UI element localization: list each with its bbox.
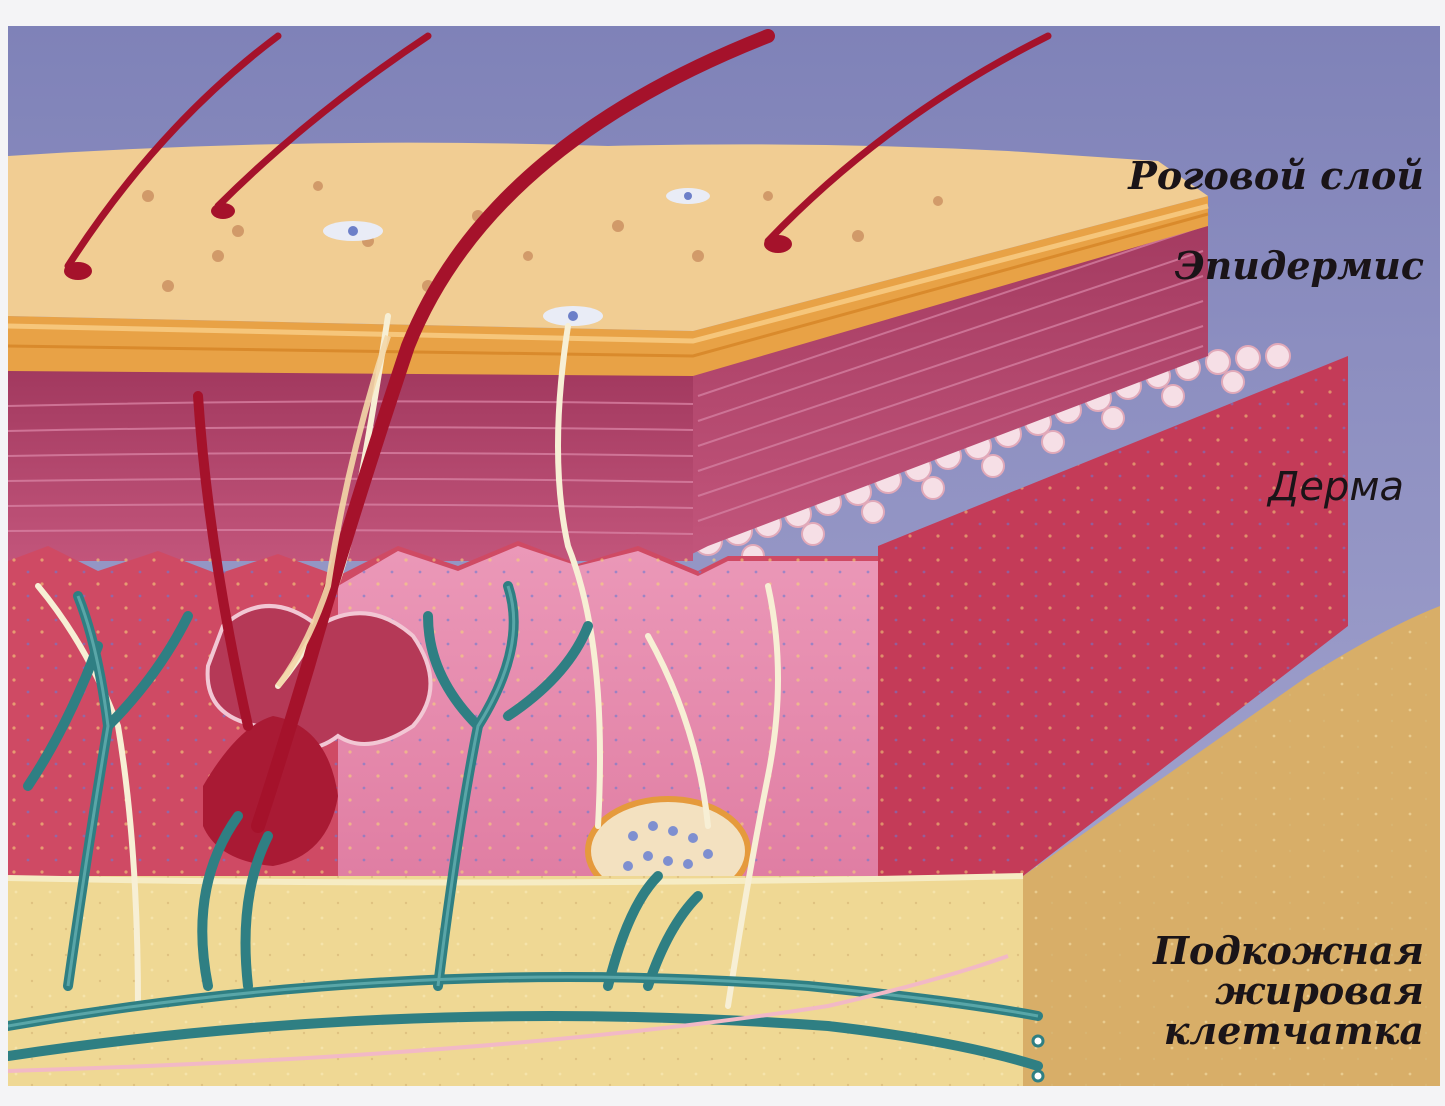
label-dermis: Дерма xyxy=(1268,466,1404,508)
label-horny-layer: Роговой слой xyxy=(1128,156,1424,196)
label-subcutaneous-line3: клетчатка xyxy=(1153,1011,1424,1051)
label-epidermis: Эпидермис xyxy=(1174,246,1424,286)
label-subcutaneous-fat: Подкожная жировая клетчатка xyxy=(1153,931,1424,1051)
label-subcutaneous-line1: Подкожная xyxy=(1153,931,1424,971)
skin-diagram: Роговой слой Эпидермис Дерма Подкожная ж… xyxy=(8,26,1440,1086)
label-subcutaneous-line2: жировая xyxy=(1153,971,1424,1011)
